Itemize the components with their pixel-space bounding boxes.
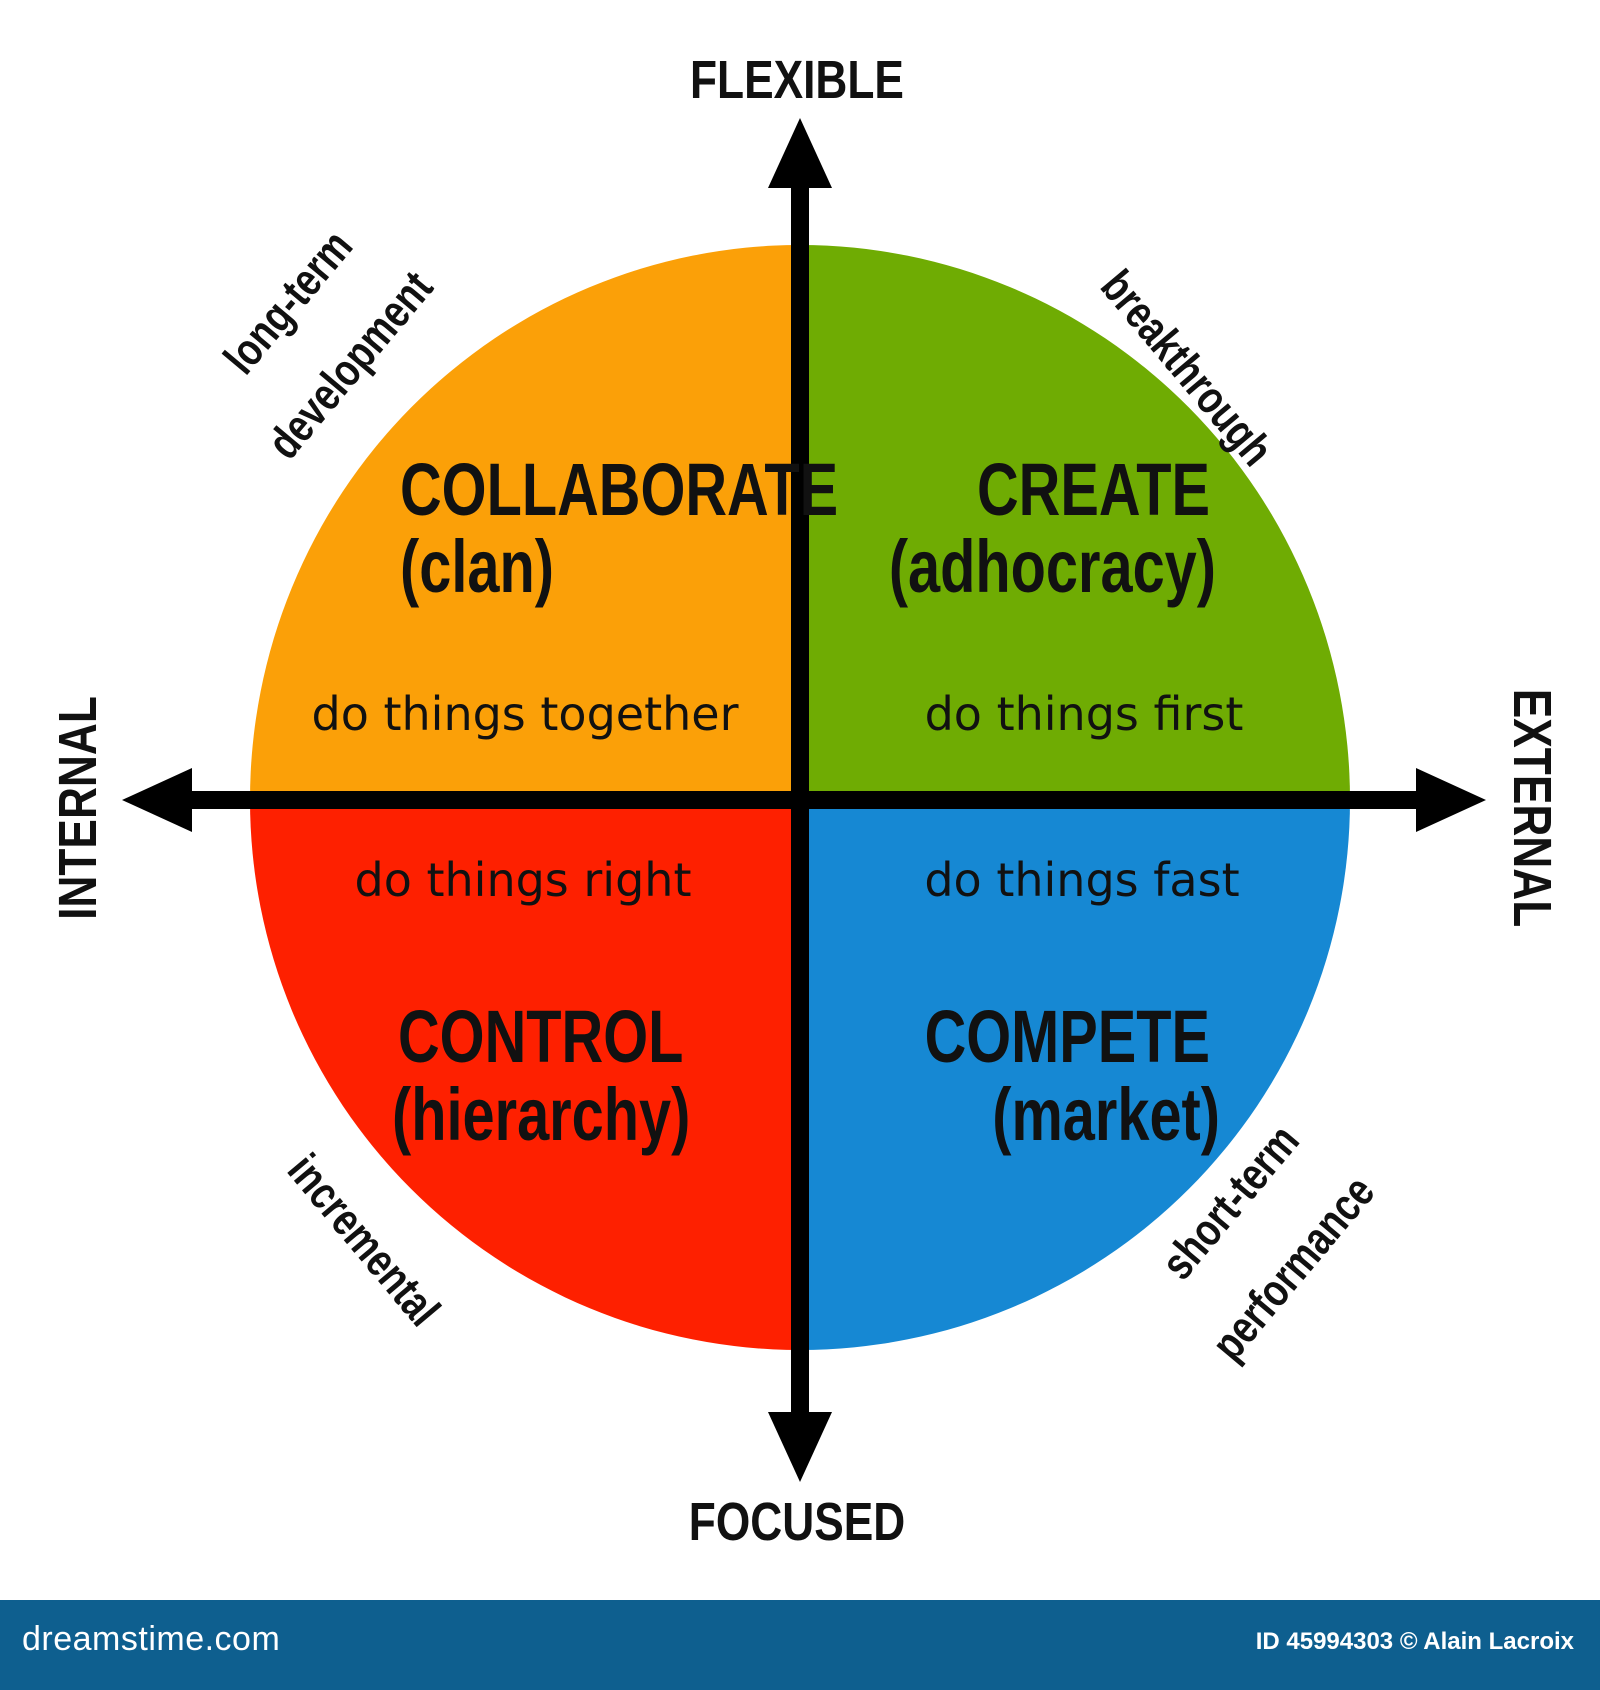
quadrant-title-compete: COMPETE [925,996,1210,1079]
quadrant-motto-first: do things first [925,687,1244,741]
quadrant-bottom-right [800,800,1350,1350]
quadrant-bottom-left [250,800,800,1350]
axis-label-external: EXTERNAL [1502,689,1562,928]
arrow-left-icon [122,768,192,832]
quadrant-subtitle-clan: (clan) [400,526,554,609]
watermark-footer: dreamstime.com ID 45994303 © Alain Lacro… [0,1600,1600,1690]
quadrant-subtitle-adhocracy: (adhocracy) [889,526,1216,609]
quadrant-motto-fast: do things fast [924,853,1239,907]
quadrant-subtitle-market: (market) [992,1074,1220,1157]
quadrant-top-left [250,245,800,800]
watermark-site-logo: dreamstime.com [22,1620,281,1658]
quadrant-title-create: CREATE [977,449,1210,532]
quadrant-title-control: CONTROL [398,996,683,1079]
quadrant-motto-together: do things together [312,687,739,741]
watermark-credit: ID 45994303 © Alain Lacroix [1255,1628,1574,1655]
axis-label-flexible: FLEXIBLE [690,50,904,110]
axis-label-focused: FOCUSED [689,1492,905,1552]
horizontal-axis-line [180,791,1420,809]
axis-label-internal: INTERNAL [48,696,108,920]
quadrant-subtitle-hierarchy: (hierarchy) [392,1074,690,1157]
arrow-up-icon [768,118,832,188]
arrow-down-icon [768,1412,832,1482]
arrow-right-icon [1416,768,1486,832]
quadrant-top-right [800,245,1350,800]
quadrant-motto-right: do things right [355,853,692,907]
quadrant-title-collaborate: COLLABORATE [400,449,838,532]
competing-values-diagram: FLEXIBLE FOCUSED INTERNAL EXTERNAL COLLA… [48,50,1562,1552]
